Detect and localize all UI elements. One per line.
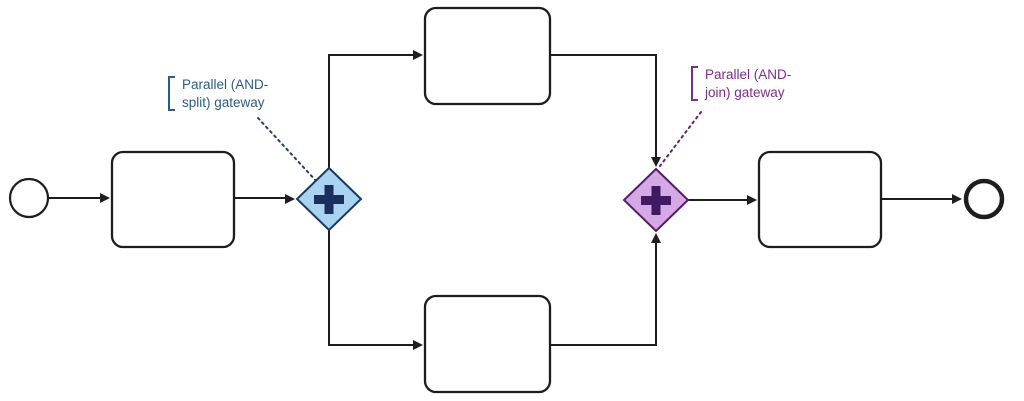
task-top (423, 6, 552, 106)
flow-top-task-to-join (550, 54, 657, 158)
split-annotation-leader-line (257, 117, 319, 184)
task-4 (757, 150, 883, 249)
flow-split-to-bottom-task (328, 230, 414, 346)
arrowhead-split-gateway (285, 194, 295, 204)
end-event (963, 178, 1005, 220)
plus-icon (641, 186, 671, 215)
split-annotation-label: Parallel (AND- split) gateway (182, 76, 268, 111)
join-annotation-leader-line (659, 111, 702, 167)
arrowhead-top-task (413, 50, 423, 60)
task-bottom (423, 294, 552, 394)
arrowhead-join-top (651, 157, 661, 167)
join-annotation-line2: join) gateway (705, 84, 785, 100)
arrowhead-join-bottom (651, 233, 661, 243)
task-1 (110, 150, 236, 249)
split-gateway-annotation: Parallel (AND- split) gateway (168, 76, 268, 112)
split-annotation-line1: Parallel (AND- (182, 77, 269, 92)
join-annotation-label: Parallel (AND- join) gateway (705, 66, 791, 101)
bracket-icon (168, 76, 175, 112)
start-event (8, 177, 50, 219)
arrowhead-task1 (100, 193, 110, 203)
join-annotation-line1: Parallel (AND- (705, 67, 792, 82)
flow-bottom-task-to-join (550, 242, 657, 346)
join-gateway-annotation: Parallel (AND- join) gateway (691, 66, 791, 102)
split-annotation-line2: split) gateway (182, 94, 265, 110)
parallel-and-split-gateway (295, 166, 363, 232)
arrowhead-end-event (952, 194, 962, 204)
arrowhead-bottom-task (413, 340, 423, 350)
plus-icon (314, 185, 344, 214)
flow-split-to-top-task (328, 54, 414, 169)
arrowhead-task4 (747, 195, 757, 205)
bracket-icon (691, 66, 698, 102)
parallel-and-join-gateway (622, 167, 690, 233)
